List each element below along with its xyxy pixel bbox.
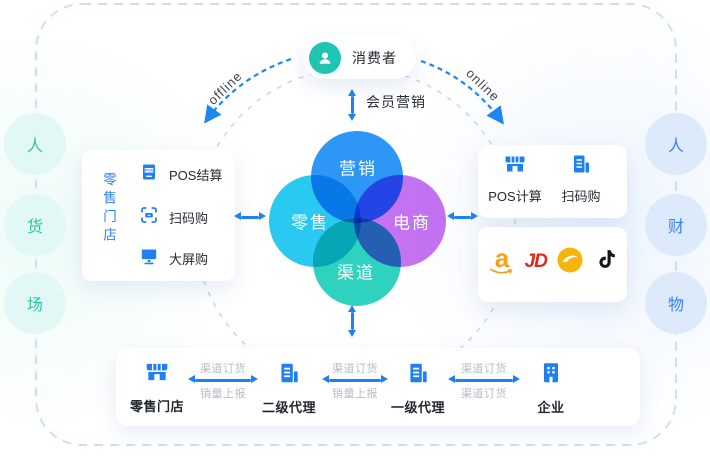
douyin-logo <box>594 247 619 277</box>
chain-link-top-label: 渠道订货 <box>461 363 507 375</box>
storefront-icon <box>144 359 170 390</box>
retail-store-panel-title: 零售门店 <box>101 172 116 246</box>
channel-link-arrow <box>347 305 356 337</box>
offline-arc-arrow <box>204 57 292 124</box>
chain-node-enterprise: 企业 <box>516 360 586 416</box>
factor-label: 财 <box>667 219 684 236</box>
chain-link-bottom-label: 销量上报 <box>200 388 246 400</box>
feature-scan-go: 扫码购 <box>139 205 208 230</box>
chain-node-tier1-agent: 一级代理 <box>383 360 453 416</box>
chain-link-top-label: 渠道订货 <box>332 363 378 375</box>
factor-label: 物 <box>667 297 684 314</box>
factor-label: 人 <box>667 138 684 155</box>
amazon-a: a <box>494 242 510 273</box>
ecommerce-link-arrow <box>447 212 478 221</box>
pos-terminal-icon: POS <box>139 162 159 187</box>
factor-people-right: 人 <box>645 113 707 175</box>
supply-chain-panel <box>116 348 640 426</box>
svg-text:POS: POS <box>145 168 154 173</box>
chain-link-arrow <box>448 375 520 384</box>
office-building-icon <box>276 360 302 391</box>
feature-label: POS结算 <box>169 168 223 183</box>
factor-finance: 财 <box>645 194 707 256</box>
feature-label: 扫码购 <box>169 211 209 226</box>
venn-channel-circle <box>313 218 401 306</box>
chain-node-retail-store: 零售门店 <box>122 359 192 415</box>
office-building-icon <box>405 360 431 391</box>
online-arc-arrow <box>420 59 504 125</box>
chain-link-bottom-label: 渠道订货 <box>461 388 507 400</box>
office-building-icon <box>569 152 593 181</box>
chain-link-top-label: 渠道订货 <box>200 363 246 375</box>
factor-goods: 货 <box>4 194 66 256</box>
feature-label: 大屏购 <box>169 252 209 267</box>
chain-link-bottom-label: 销量上报 <box>332 388 378 400</box>
chain-link-arrow <box>322 375 388 384</box>
platform-logos: a JD <box>489 244 619 280</box>
factor-people-left: 人 <box>4 113 66 175</box>
chain-node-label: 二级代理 <box>261 400 316 415</box>
member-marketing-label: 会员营销 <box>366 94 426 110</box>
feature-big-screen: 大屏购 <box>139 246 208 271</box>
enterprise-building-icon <box>538 360 564 391</box>
factor-assets: 物 <box>645 272 707 334</box>
venn-ecommerce-label: 电商 <box>393 213 431 233</box>
storefront-icon <box>503 152 527 181</box>
consumer-node: 消费者 <box>303 36 416 79</box>
suning-logo <box>556 246 584 279</box>
chain-link-arrow <box>188 375 258 384</box>
venn-retail-label: 零售 <box>291 213 329 233</box>
online-pos-panel <box>478 145 627 218</box>
factor-label: 场 <box>26 297 43 314</box>
member-marketing-arrow <box>347 89 356 121</box>
factor-label: 货 <box>26 219 43 236</box>
jd-logo: JD <box>524 251 548 272</box>
feature-label: 扫码购 <box>561 189 601 204</box>
retail-link-arrow <box>234 212 266 221</box>
factor-place: 场 <box>4 272 66 334</box>
scan-code-icon <box>139 205 159 230</box>
retail-store-panel <box>82 150 235 281</box>
feature-pos-settlement: POS POS结算 <box>139 162 222 187</box>
venn-marketing-label: 营销 <box>339 159 377 179</box>
chain-node-label: 一级代理 <box>390 400 445 415</box>
venn-channel-label: 渠道 <box>337 263 375 283</box>
chain-node-tier2-agent: 二级代理 <box>254 360 324 416</box>
feature-pos-compute: POS计算 <box>486 152 544 205</box>
big-screen-icon <box>139 246 159 271</box>
feature-scan-go-online: 扫码购 <box>551 152 611 205</box>
feature-label: POS计算 <box>488 189 542 204</box>
chain-node-label: 零售门店 <box>129 399 184 414</box>
factor-label: 人 <box>26 138 43 155</box>
consumer-label: 消费者 <box>352 49 397 66</box>
dashed-border <box>35 3 677 446</box>
amazon-logo: a <box>489 242 515 277</box>
chain-node-label: 企业 <box>537 400 565 415</box>
user-icon <box>309 41 341 74</box>
